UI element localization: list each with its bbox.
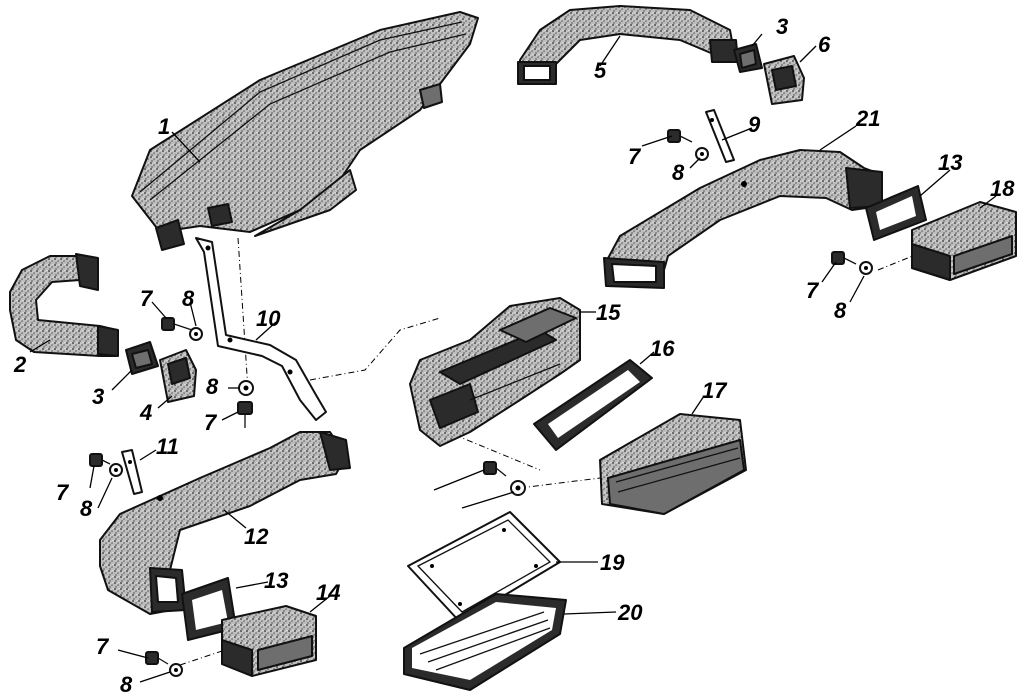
- callout-7-a: 7: [140, 286, 154, 311]
- callout-8-d: 8: [120, 672, 133, 696]
- part-11-small-bracket: [121, 449, 143, 495]
- part-13-gasket-right: [865, 185, 927, 241]
- part-7-8-screw-washer-d: [145, 651, 183, 677]
- part-4-nozzle: [159, 349, 197, 403]
- part-3-grommet-right: [733, 43, 763, 73]
- callout-2: 2: [13, 352, 27, 377]
- part-14-vent-grille: [221, 605, 317, 677]
- callout-13-right: 13: [938, 150, 962, 175]
- part-3-grommet-left: [125, 341, 159, 375]
- part-17-central-vent-panel: [599, 413, 747, 515]
- part-6-nozzle: [763, 55, 805, 105]
- part-7-8-screw-washer-a: [161, 317, 203, 341]
- part-18-vent-grille: [911, 201, 1017, 281]
- part-1-main-duct: [131, 11, 479, 251]
- callout-12: 12: [244, 524, 269, 549]
- callout-13-left: 13: [264, 568, 288, 593]
- part-15-central-distributor: [409, 297, 581, 447]
- callout-8-e: 8: [672, 160, 685, 185]
- callout-8-c: 8: [80, 496, 93, 521]
- part-7-8-screw-washer-e: [667, 129, 709, 161]
- callout-8-f: 8: [834, 298, 847, 323]
- part-7-8-screw-washer-f: [831, 251, 873, 275]
- callout-1: 1: [158, 114, 170, 139]
- callout-11: 11: [156, 434, 179, 459]
- callout-19: 19: [600, 550, 625, 575]
- callout-21: 21: [855, 106, 880, 131]
- callout-5: 5: [594, 58, 607, 83]
- callout-4: 4: [139, 400, 152, 425]
- part-7-8-screw-washer-b: [237, 380, 254, 428]
- callout-3-right: 3: [776, 14, 788, 39]
- callout-17: 17: [702, 378, 728, 403]
- callout-8-a: 8: [182, 286, 195, 311]
- callout-16: 16: [650, 336, 675, 361]
- callout-8-b: 8: [206, 374, 219, 399]
- callout-14: 14: [316, 580, 340, 605]
- callout-15: 15: [596, 300, 621, 325]
- callout-7-e: 7: [628, 144, 642, 169]
- callout-7-f: 7: [806, 278, 820, 303]
- part-10-bracket: [195, 237, 327, 421]
- part-7-8-screw-washer-c: [89, 453, 123, 477]
- part-12-lower-left-duct: [99, 431, 351, 615]
- leader-lines: [29, 33, 997, 683]
- part-20-air-filter: [403, 593, 567, 691]
- callout-7-c: 7: [56, 480, 70, 505]
- part-7-8-screw-washer-g: [483, 461, 526, 496]
- part-16-gasket: [533, 359, 653, 451]
- callout-7-b: 7: [204, 410, 218, 435]
- part-2-curved-duct: [9, 253, 119, 357]
- callout-20: 20: [617, 600, 643, 625]
- callout-18: 18: [990, 176, 1015, 201]
- callout-3-left: 3: [92, 384, 104, 409]
- callout-9: 9: [748, 112, 761, 137]
- part-9-bracket: [705, 109, 735, 163]
- callout-10: 10: [256, 306, 281, 331]
- callout-7-d: 7: [96, 634, 110, 659]
- callout-labels: 1 2 3 4 5 3 6 9 21 7 8 13 18 7 8 7 8 10 …: [13, 14, 1015, 696]
- part-5-curved-duct: [517, 5, 739, 85]
- part-21-right-duct: [603, 149, 883, 289]
- callout-6: 6: [818, 32, 831, 57]
